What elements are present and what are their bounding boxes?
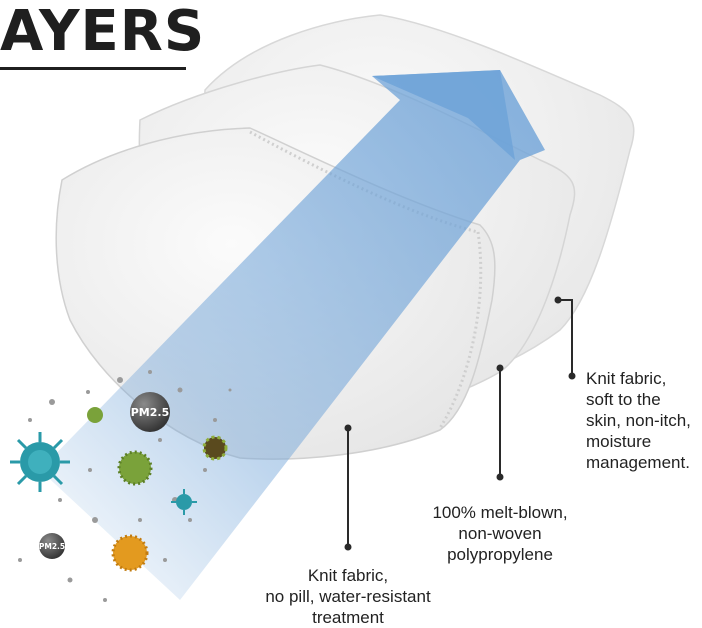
mask-seam — [438, 231, 483, 429]
label-line: no pill, water-resistant — [265, 587, 431, 606]
virus-icon — [171, 489, 197, 515]
label-line: soft to the — [586, 390, 661, 409]
airflow-beam — [40, 70, 545, 600]
label-line: non-woven — [458, 524, 542, 543]
virus-icon — [10, 432, 70, 492]
label-line: moisture — [586, 432, 652, 451]
pm25-badge-large: PM2.5 — [130, 392, 170, 432]
label-line: 100% melt-blown, — [432, 503, 568, 522]
leader-dot — [496, 473, 504, 481]
leader-dot — [344, 424, 352, 432]
pollen-icon — [111, 534, 149, 572]
label-line: management. — [586, 453, 690, 472]
airflow-arrow-head — [372, 70, 515, 160]
leader-dot — [496, 364, 504, 372]
label-line: treatment — [312, 608, 384, 627]
pm25-label: PM2.5 — [131, 406, 170, 419]
leader-dot — [568, 372, 576, 380]
leader-line-outer — [558, 299, 573, 376]
section-title: AYERS — [0, 0, 206, 64]
label-line: polypropylene — [447, 545, 553, 564]
leader-dot — [554, 296, 562, 304]
bacteria-icon — [202, 435, 228, 461]
label-line: Knit fabric, — [307, 566, 389, 585]
leader-dot — [344, 543, 352, 551]
title-underline — [0, 67, 186, 70]
label-line: skin, non-itch, — [586, 411, 691, 430]
pollen-icon — [87, 407, 103, 423]
label-outer-layer: Knit fabric, soft to the skin, non-itch,… — [586, 368, 691, 473]
label-inner-layer: Knit fabric, no pill, water-resistant tr… — [230, 565, 466, 628]
pm25-label: PM2.5 — [39, 542, 65, 551]
pollen-icon — [117, 450, 153, 486]
label-line: Knit fabric, — [586, 369, 667, 388]
label-middle-layer: 100% melt-blown, non-woven polypropylene — [395, 502, 605, 565]
pm25-badge-small: PM2.5 — [39, 533, 65, 559]
